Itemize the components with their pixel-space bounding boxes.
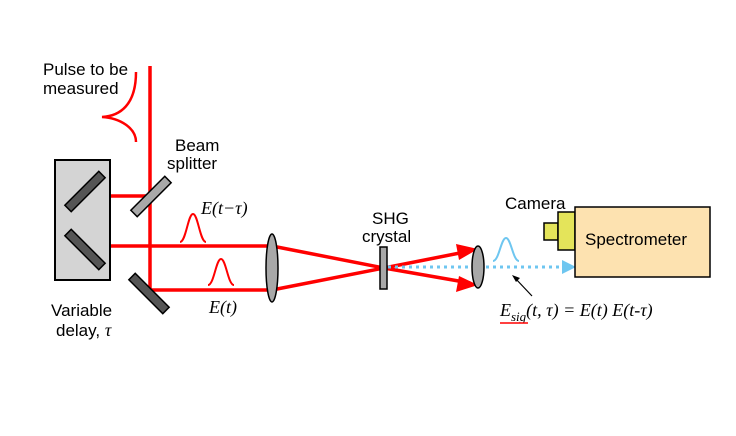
exit-beam-upper <box>383 249 471 270</box>
delay-tau-symbol: τ <box>105 320 112 340</box>
spectrometer-label: Spectrometer <box>585 230 687 249</box>
beam-splitter-label-line2: splitter <box>167 154 217 173</box>
delay-label-text: delay, <box>56 321 100 340</box>
reference-field-label: E(t) <box>208 297 237 318</box>
beam-splitter-label-line1: Beam <box>175 136 219 155</box>
focused-beam-lower <box>271 266 385 292</box>
signal-pointer-arrowhead <box>512 275 520 282</box>
pulse-label-line1: Pulse to be <box>43 60 128 79</box>
input-pulse-shape <box>101 71 138 143</box>
signal-equation: Esig(t, τ) = E(t) E(t-τ) <box>499 300 653 324</box>
delay-label-line2: delay, τ <box>56 320 112 340</box>
shg-label-line1: SHG <box>372 209 409 228</box>
delayed-pulse-shape <box>179 212 207 243</box>
focused-beam-upper <box>271 244 385 270</box>
camera-label: Camera <box>505 194 566 213</box>
reference-pulse-shape <box>207 257 235 286</box>
esig-e: E <box>499 300 511 320</box>
collimating-lens <box>471 245 485 289</box>
signal-pulse-shape <box>492 236 520 262</box>
exit-beam-upper-arrowhead <box>456 244 478 260</box>
signal-pointer-line <box>514 277 533 297</box>
delayed-field-label: E(t−τ) <box>200 198 248 219</box>
beam-paths <box>86 66 471 292</box>
beam-splitter <box>129 175 173 218</box>
signal-beam-arrowhead <box>562 260 576 274</box>
exit-beam-lower <box>383 266 471 285</box>
exit-beam-lower-arrowhead <box>456 276 478 292</box>
esig-subscript: sig <box>511 309 527 324</box>
shg-label-line2: crystal <box>362 227 411 246</box>
fold-mirror <box>127 272 171 315</box>
camera-lens <box>543 222 559 241</box>
delay-label-line1: Variable <box>51 301 112 320</box>
focusing-lens <box>265 233 279 303</box>
shg-crystal <box>379 246 388 290</box>
camera-body <box>557 211 576 251</box>
delay-mirror-bottom <box>63 228 107 271</box>
spectrometer-box[interactable] <box>574 206 711 278</box>
delay-mirror-top <box>63 170 107 213</box>
esig-rest: (t, τ) = E(t) E(t-τ) <box>526 300 652 321</box>
pulse-label-line2: measured <box>43 79 119 98</box>
